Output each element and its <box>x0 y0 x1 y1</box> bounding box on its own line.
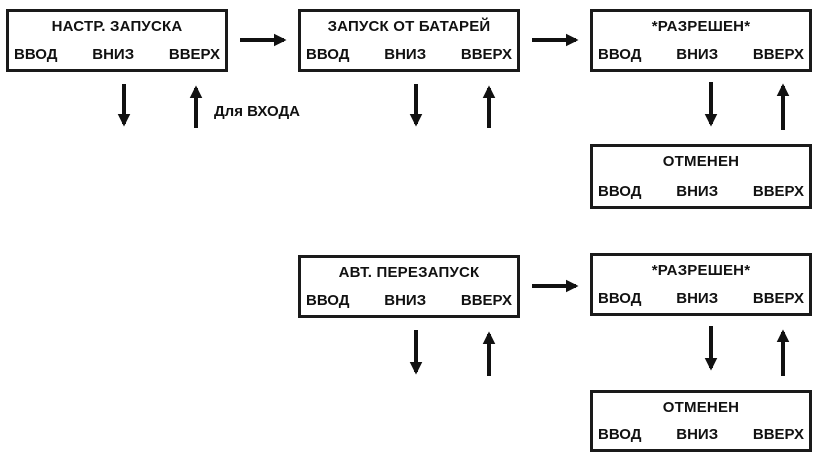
box-battery-disabled: ОТМЕНЕН ВВОД ВНИЗ ВВЕРХ <box>590 144 812 209</box>
box-startup-setup: НАСТР. ЗАПУСКА ВВОД ВНИЗ ВВЕРХ <box>6 9 228 72</box>
key-enter: ВВОД <box>598 426 642 443</box>
box-keys: ВВОД ВНИЗ ВВЕРХ <box>306 292 512 309</box>
key-up: ВВЕРХ <box>752 290 804 307</box>
box-auto-restart: АВТ. ПЕРЕЗАПУСК ВВОД ВНИЗ ВВЕРХ <box>298 255 520 318</box>
box-keys: ВВОД ВНИЗ ВВЕРХ <box>306 46 512 63</box>
box-title: ЗАПУСК ОТ БАТАРЕЙ <box>327 18 491 35</box>
key-enter: ВВОД <box>598 290 642 307</box>
box-restart-enabled: *РАЗРЕШЕН* ВВОД ВНИЗ ВВЕРХ <box>590 253 812 316</box>
box-title: *РАЗРЕШЕН* <box>651 262 751 279</box>
key-down: ВНИЗ <box>92 46 135 63</box>
key-enter: ВВОД <box>598 183 642 200</box>
key-up: ВВЕРХ <box>168 46 220 63</box>
box-restart-disabled: ОТМЕНЕН ВВОД ВНИЗ ВВЕРХ <box>590 390 812 452</box>
key-up: ВВЕРХ <box>752 426 804 443</box>
key-down: ВНИЗ <box>676 290 719 307</box>
box-keys: ВВОД ВНИЗ ВВЕРХ <box>598 426 804 443</box>
box-title: ОТМЕНЕН <box>662 153 740 170</box>
key-enter: ВВОД <box>306 292 350 309</box>
box-battery-start: ЗАПУСК ОТ БАТАРЕЙ ВВОД ВНИЗ ВВЕРХ <box>298 9 520 72</box>
box-battery-enabled: *РАЗРЕШЕН* ВВОД ВНИЗ ВВЕРХ <box>590 9 812 72</box>
box-keys: ВВОД ВНИЗ ВВЕРХ <box>598 290 804 307</box>
key-down: ВНИЗ <box>676 46 719 63</box>
box-keys: ВВОД ВНИЗ ВВЕРХ <box>14 46 220 63</box>
key-enter: ВВОД <box>306 46 350 63</box>
key-down: ВНИЗ <box>676 183 719 200</box>
box-title: НАСТР. ЗАПУСКА <box>51 18 183 35</box>
key-up: ВВЕРХ <box>460 46 512 63</box>
key-up: ВВЕРХ <box>460 292 512 309</box>
box-keys: ВВОД ВНИЗ ВВЕРХ <box>598 46 804 63</box>
key-down: ВНИЗ <box>676 426 719 443</box>
key-down: ВНИЗ <box>384 46 427 63</box>
label-for-entry: Для ВХОДА <box>214 103 301 120</box>
box-title: АВТ. ПЕРЕЗАПУСК <box>338 264 480 281</box>
key-down: ВНИЗ <box>384 292 427 309</box>
box-title: *РАЗРЕШЕН* <box>651 18 751 35</box>
key-enter: ВВОД <box>598 46 642 63</box>
key-enter: ВВОД <box>14 46 58 63</box>
key-up: ВВЕРХ <box>752 183 804 200</box>
key-up: ВВЕРХ <box>752 46 804 63</box>
box-keys: ВВОД ВНИЗ ВВЕРХ <box>598 183 804 200</box>
box-title: ОТМЕНЕН <box>662 399 740 416</box>
